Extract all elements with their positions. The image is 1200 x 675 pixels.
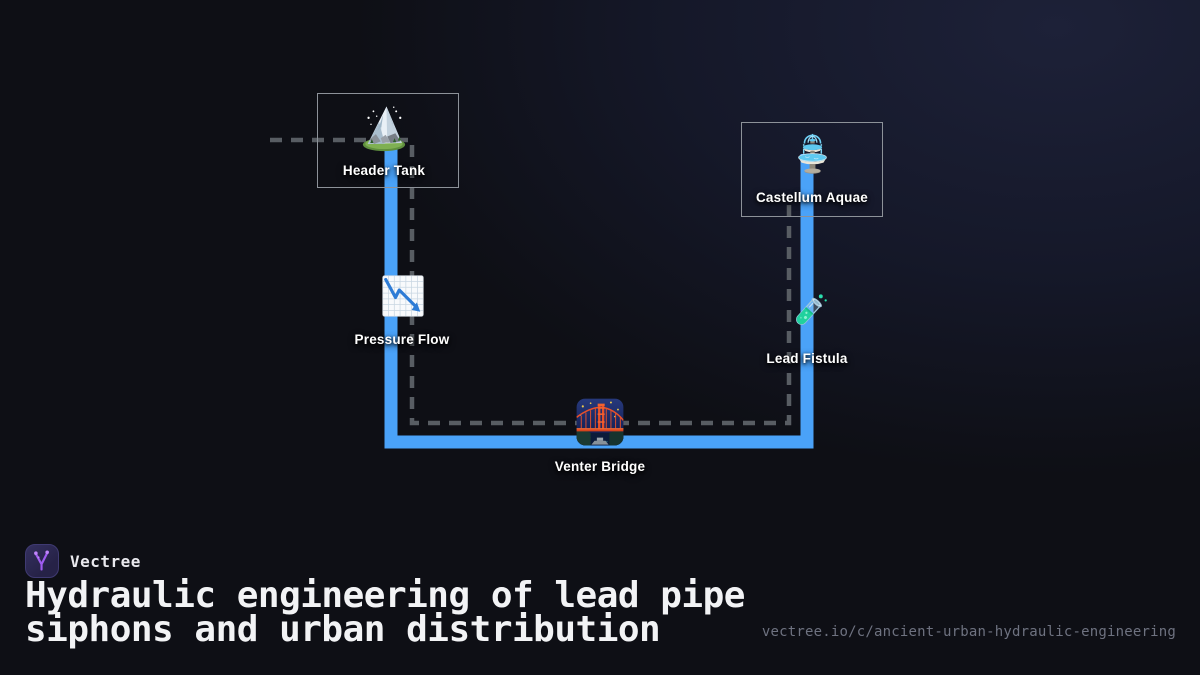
node-label-castellum-aquae: Castellum Aquae	[755, 190, 869, 205]
page-title: Hydraulic engineering of lead pipe sipho…	[25, 575, 745, 650]
brand-name: Vectree	[70, 551, 141, 571]
node-box-castellum-aquae[interactable]	[741, 122, 883, 217]
card-url: vectree.io/c/ancient-urban-hydraulic-eng…	[761, 624, 1176, 640]
node-label-venter-bridge: Venter Bridge	[554, 459, 646, 474]
node-box-header-tank[interactable]	[317, 93, 459, 188]
test-tube-icon	[796, 294, 827, 325]
node-label-pressure-flow: Pressure Flow	[354, 332, 450, 347]
node-label-lead-fistula: Lead Fistula	[766, 351, 848, 366]
page-title-line2: siphons and urban distribution	[25, 608, 661, 650]
brand-row: Vectree	[25, 544, 141, 578]
vectree-logo	[25, 544, 59, 578]
page-title-line1: Hydraulic engineering of lead pipe	[25, 575, 745, 616]
bridge-at-night-icon	[576, 398, 624, 446]
fountain-icon	[798, 133, 827, 174]
snow-capped-mountain-icon	[362, 106, 406, 152]
node-label-header-tank: Header Tank	[342, 163, 426, 178]
vectree-branch-icon	[34, 550, 49, 571]
survey-dashed-path	[270, 137, 792, 426]
chart-decreasing-icon	[382, 275, 424, 317]
